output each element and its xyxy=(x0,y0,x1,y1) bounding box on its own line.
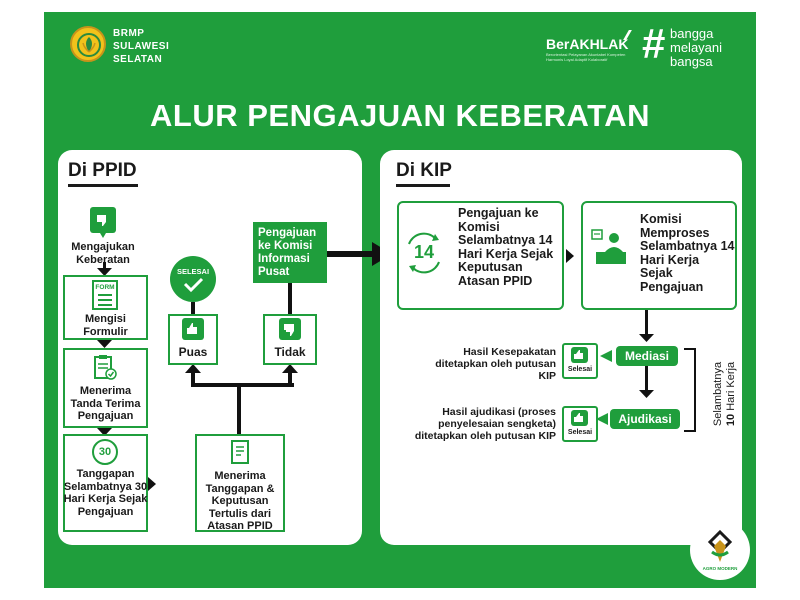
berakhlak-subtitle: Berorientasi Pelayanan Akuntabel Kompete… xyxy=(546,52,626,62)
calendar-30-icon: 30 xyxy=(92,439,118,465)
clipboard-check-icon xyxy=(93,354,117,380)
vertical-deadline-label: Selambatnya 10 Hari Kerja xyxy=(712,324,740,464)
puas-label: Puas xyxy=(178,345,208,359)
kip-heading-underline xyxy=(396,184,450,187)
pengajuan-komisi-box: Pengajuan ke Komisi Informasi Pusat xyxy=(253,222,327,283)
brand-line-2: SULAWESI xyxy=(113,41,170,52)
berakhlak-logo: BerAKHLAK xyxy=(546,36,629,52)
step-tanda-terima: Menerima Tanda Terima Pengajuan xyxy=(70,385,141,422)
mediasi-pill: Mediasi xyxy=(616,346,678,366)
form-icon-label: FORM xyxy=(95,284,115,291)
kip-heading: Di KIP xyxy=(396,160,452,181)
kip-pengajuan-text: Pengajuan ke Komisi Selambatnya 14 Hari … xyxy=(458,206,554,288)
selesai-ajudikasi-label: Selesai xyxy=(567,429,593,436)
connector-line xyxy=(327,251,375,257)
timeline-bracket xyxy=(684,348,696,432)
connector-line xyxy=(288,283,292,314)
hashtag-line-2: melayani xyxy=(670,40,723,55)
thumbs-up-icon xyxy=(182,318,204,340)
page-title: ALUR PENGAJUAN KEBERATAN xyxy=(150,98,650,133)
agro-modern-logo: AGRO MODERN xyxy=(690,520,750,580)
form-icon: FORM xyxy=(92,280,118,310)
brmp-logo-icon xyxy=(70,26,106,62)
thumbs-up-icon xyxy=(571,347,588,363)
agro-modern-text: AGRO MODERN xyxy=(702,566,738,571)
connector-line xyxy=(288,372,292,387)
kip-pengajuan-box xyxy=(397,201,564,310)
selesai-badge: SELESAI xyxy=(170,256,216,302)
tidak-label: Tidak xyxy=(274,345,306,359)
vertical-deadline-number: 10 xyxy=(725,413,737,427)
hasil-kesepakatan-text: Hasil Kesepakatan ditetapkan oleh putusa… xyxy=(435,346,556,382)
brand-line-3: SELATAN xyxy=(113,54,163,65)
connector-line xyxy=(645,366,648,394)
selesai-mediasi-label: Selesai xyxy=(567,366,593,373)
step-mengisi-formulir: Mengisi Formulir xyxy=(83,313,128,338)
thumbs-down-icon xyxy=(279,318,301,340)
ajudikasi-pill: Ajudikasi xyxy=(610,409,680,429)
hashtag-line-3: bangsa xyxy=(670,54,713,69)
hashtag-text: bangga melayani bangsa xyxy=(670,27,722,69)
thumbs-down-chat-icon xyxy=(90,207,116,233)
hasil-ajudikasi-text: Hasil ajudikasi (proses penyelesaian sen… xyxy=(414,406,556,442)
connector-line xyxy=(645,310,648,340)
step-tanda-terima-box xyxy=(63,348,148,428)
vertical-deadline-prefix: Selambatnya xyxy=(712,361,724,427)
kip-proses-text: Komisi Memproses Selambatnya 14 Hari Ker… xyxy=(640,212,735,294)
calendar-14-text: 14 xyxy=(413,242,435,262)
step-keputusan: Menerima Tanggapan & Keputusan Tertulis … xyxy=(205,470,275,532)
connector-line xyxy=(191,372,195,387)
step-mengajukan-keberatan: Mengajukan Keberatan xyxy=(71,241,135,266)
document-icon xyxy=(229,440,251,464)
judge-desk-icon xyxy=(590,226,630,266)
step-tanggapan: Tanggapan Selambatnya 30 Hari Kerja Seja… xyxy=(63,468,148,518)
connector-line xyxy=(191,383,294,387)
brand-line-1: BRMP xyxy=(113,28,145,39)
vertical-deadline-suffix: Hari Kerja xyxy=(725,361,737,411)
hashtag-line-1: bangga xyxy=(670,26,714,41)
calendar-14-icon: 14 xyxy=(405,232,443,274)
connector-line xyxy=(191,302,195,314)
hashtag-symbol: # xyxy=(642,20,666,67)
selesai-badge-text: SELESAI xyxy=(176,267,210,276)
brand-text: BRMP SULAWESI SELATAN xyxy=(113,27,169,66)
thumbs-up-icon xyxy=(571,410,588,426)
connector-line xyxy=(237,385,241,434)
ppid-heading-underline xyxy=(68,184,138,187)
check-icon xyxy=(183,277,204,293)
ppid-heading: Di PPID xyxy=(68,160,137,181)
agro-modern-icon xyxy=(707,529,733,562)
